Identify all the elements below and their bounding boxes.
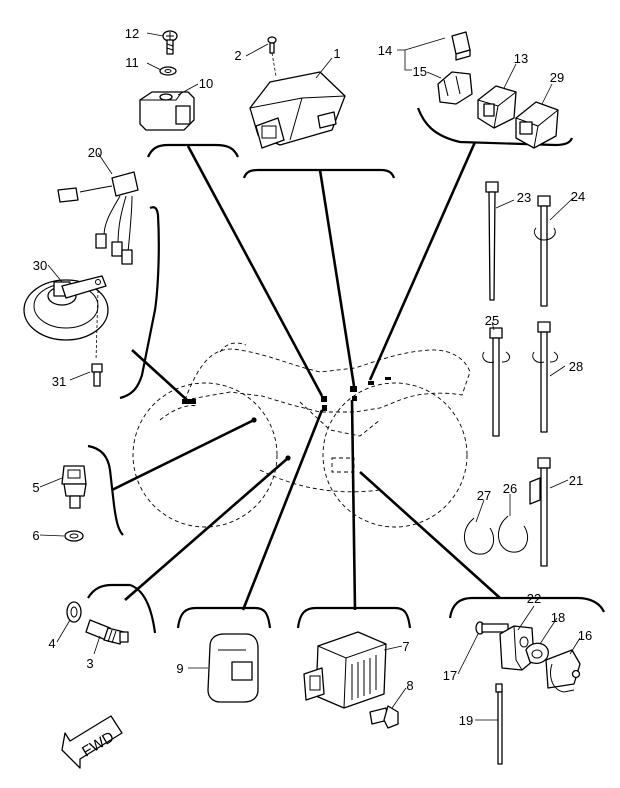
part-clamp-18 <box>525 642 549 664</box>
callout-23: 23 <box>517 190 531 205</box>
part-rectifier-7 <box>303 631 387 709</box>
callout-20: 20 <box>88 145 102 160</box>
callout-25: 25 <box>485 313 499 328</box>
callout-labels: 12 11 10 2 1 14 15 13 29 20 30 31 5 6 4 … <box>32 26 592 728</box>
callout-29: 29 <box>550 70 564 85</box>
part-relay-14 <box>451 31 471 61</box>
callout-24: 24 <box>571 189 585 204</box>
callout-4: 4 <box>48 636 55 651</box>
callout-16: 16 <box>578 628 592 643</box>
callout-18: 18 <box>551 610 565 625</box>
callout-9: 9 <box>176 661 183 676</box>
callout-13: 13 <box>514 51 528 66</box>
fwd-arrow-icon: FWD <box>61 715 123 769</box>
connector-lines <box>111 141 501 611</box>
part-band-23 <box>485 181 499 301</box>
callout-14: 14 <box>378 43 392 58</box>
part-washer-11 <box>159 66 177 76</box>
part-screw-12 <box>162 30 178 55</box>
part-screw-2 <box>267 36 277 77</box>
group-brackets <box>87 107 606 634</box>
part-sensor-5 <box>61 465 87 509</box>
callout-17: 17 <box>443 668 457 683</box>
part-bolt-31 <box>91 289 103 387</box>
part-band-25 <box>482 327 510 437</box>
callout-11: 11 <box>125 55 139 70</box>
part-holder-15 <box>437 71 473 105</box>
callout-21: 21 <box>569 473 583 488</box>
callout-31: 31 <box>52 374 66 389</box>
part-bolt-8 <box>369 705 399 729</box>
callout-6: 6 <box>32 528 39 543</box>
part-bracket-10 <box>139 91 195 131</box>
part-band-28 <box>532 321 558 433</box>
callout-28: 28 <box>569 359 583 374</box>
callout-12: 12 <box>125 26 139 41</box>
callout-10: 10 <box>199 76 213 91</box>
part-sensor-3 <box>85 619 129 645</box>
callout-22: 22 <box>527 591 541 606</box>
callout-19: 19 <box>459 713 473 728</box>
part-relay-13 <box>477 85 517 129</box>
callout-5: 5 <box>32 480 39 495</box>
callout-7: 7 <box>402 639 409 654</box>
part-clip-27 <box>463 517 494 555</box>
motorcycle-outline <box>132 342 471 528</box>
part-bracket-16 <box>545 649 581 693</box>
part-gasket-6 <box>64 530 84 542</box>
callout-8: 8 <box>406 678 413 693</box>
part-bolt-17 <box>475 621 509 635</box>
part-band-24 <box>533 195 556 307</box>
callout-15: 15 <box>413 64 427 79</box>
part-ecu-1 <box>249 71 346 149</box>
callout-26: 26 <box>503 481 517 496</box>
bike-component-markers <box>182 377 391 461</box>
part-harness-20 <box>57 171 139 265</box>
part-relay-29 <box>515 101 559 149</box>
leader-lines <box>39 32 581 721</box>
part-band-21 <box>529 457 551 567</box>
part-horn-30 <box>23 275 109 341</box>
callout-3: 3 <box>86 656 93 671</box>
callout-30: 30 <box>33 258 47 273</box>
part-band-19 <box>495 683 503 765</box>
callout-27: 27 <box>477 488 491 503</box>
callout-1: 1 <box>333 46 340 61</box>
part-washer-4 <box>66 601 82 623</box>
part-unit-9 <box>207 633 259 703</box>
callout-2: 2 <box>234 48 241 63</box>
part-clip-26 <box>497 515 528 553</box>
